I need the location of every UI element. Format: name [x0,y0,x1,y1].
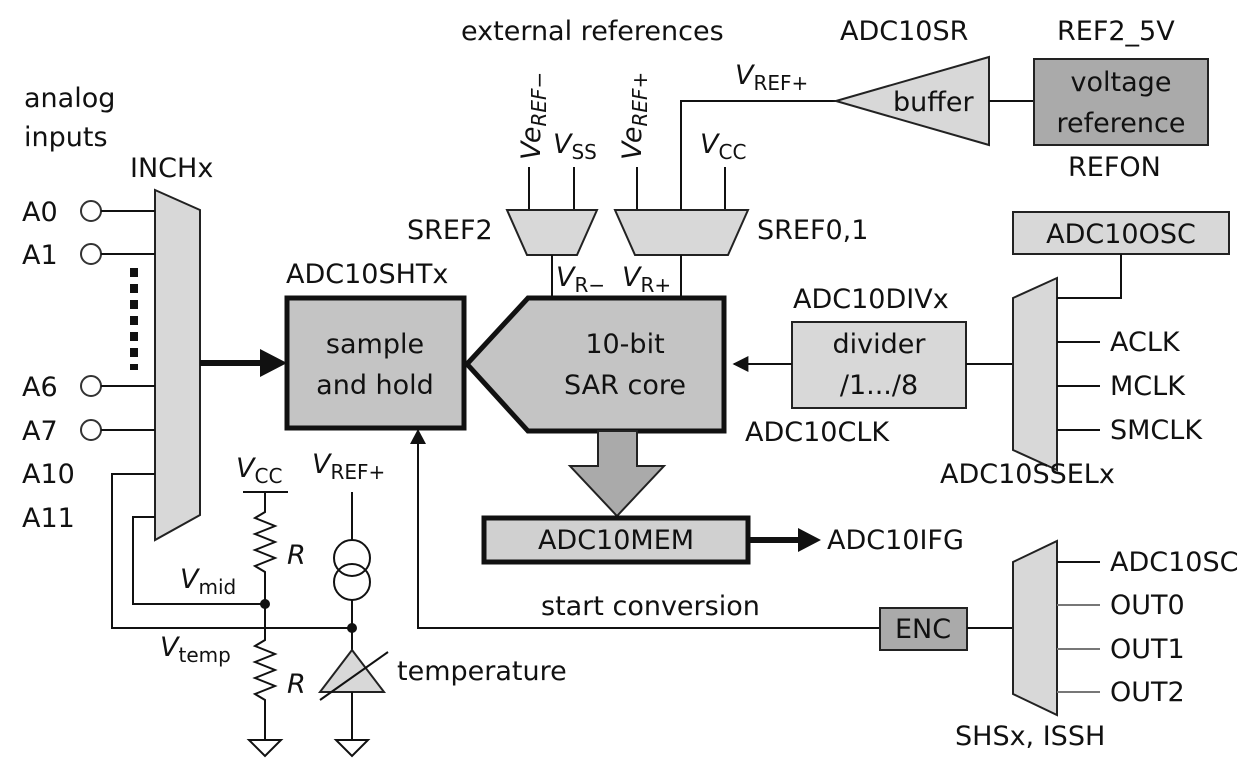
vr-minus-label: VR− [556,262,605,297]
aclk-label: ACLK [1110,327,1181,358]
current-source-upper [333,539,371,577]
temperature-diode [317,648,387,693]
vss-label: VSS [553,129,597,164]
inchx-mux [154,188,201,542]
sample-and-hold-text-line2: and hold [316,370,434,401]
enc-label: ENC [895,614,951,645]
vtemp-node [347,623,357,633]
sample-and-hold-text-line1: sample [326,329,424,360]
adc10sselx-label: ADC10SSELx [940,459,1115,490]
input-a6-label: A6 [22,372,58,403]
resistor-upper-label: R [287,540,306,571]
input-a10-label: A10 [22,459,75,490]
input-a0-label: A0 [22,197,58,228]
ve-ref-plus-label: VeREF+ [617,72,652,160]
adc10divx-label: ADC10DIVx [793,284,949,315]
current-source-lower [333,563,371,601]
ground-symbol-right [333,739,371,758]
sar-core-text-line1: 10-bit [585,329,664,360]
sref01-label: SREF0,1 [757,215,868,246]
ve-ref-minus-label: VeREF− [516,72,551,160]
vcc-divider-label: VCC [236,453,282,488]
sref2-mux [505,209,599,256]
adc10mem-register [481,515,751,565]
voltage-reference-block [1033,58,1209,146]
a11-vmid-wire [132,516,265,605]
divider-text-line1: divider [833,329,927,360]
smclk-label: SMCLK [1110,415,1203,446]
ref2-5v-label: REF2_5V [1057,16,1175,47]
adc10osc-block [1012,211,1230,255]
voltage-reference-text-line1: voltage [1071,67,1172,98]
input-a1-label: A1 [22,240,58,271]
temperature-diode-slash [319,651,389,701]
divider-text-line2: /1.../8 [840,370,918,401]
input-a11-label: A11 [22,503,75,534]
start-conversion-label: start conversion [541,591,760,622]
ground-symbol-left [246,739,284,758]
temperature-label: temperature [397,656,567,687]
input-a7-label: A7 [22,416,58,447]
adc10mem-label: ADC10MEM [538,525,694,556]
adc10sc-label: ADC10SC [1110,547,1238,578]
buffer-label: buffer [893,87,974,118]
adc10osc-label: ADC10OSC [1046,219,1196,250]
mux-to-sample-arrowhead [260,349,287,377]
shsx-issh-label: SHSx, ISSH [955,721,1105,752]
start-conversion-arrowhead [410,429,426,444]
adc10clk-label: ADC10CLK [745,417,890,448]
sample-and-hold-block [284,295,467,431]
sref2-label: SREF2 [407,215,493,246]
input-a0-pin [80,200,102,222]
mclk-label: MCLK [1110,371,1186,402]
vref-plus-sensor-label: VREF+ [312,449,385,484]
resistor-lower [252,604,278,740]
adc10shtx-label: ADC10SHTx [286,259,448,290]
vtemp-label: Vtemp [160,632,231,667]
adc10sr-label: ADC10SR [840,16,968,47]
out1-label: OUT1 [1110,634,1185,665]
shsx-mux [1012,539,1058,717]
voltage-reference-text-line2: reference [1057,108,1186,139]
adc10osc-wire [1057,254,1122,299]
a10-temperature-wire [111,473,352,629]
sar-core-text-line2: SAR core [564,370,686,401]
start-conversion-wire [417,440,880,629]
vcc-ref-label: VCC [700,129,746,164]
out0-label: OUT0 [1110,590,1185,621]
vr-plus-label: VR+ [622,262,671,297]
inchx-label: INCHx [130,153,213,184]
sref01-mux [613,209,750,256]
vref-plus-top-label: VREF+ [735,60,808,95]
resistor-lower-label: R [287,669,306,700]
input-a1-pin [80,243,102,265]
vmid-label: Vmid [180,564,236,599]
input-a7-pin [80,419,102,441]
out2-label: OUT2 [1110,677,1185,708]
adc10ifg-label: ADC10IFG [827,525,964,556]
refon-label: REFON [1068,152,1161,183]
sar-to-mem-arrow [567,430,667,518]
analog-inputs-label-line2: inputs [24,122,108,153]
external-references-label: external references [461,16,724,47]
mem-to-ifg-arrowhead [798,528,821,552]
analog-inputs-label-line1: analog [24,83,115,114]
divider-block [791,321,967,409]
resistor-upper [252,492,278,604]
vref-plus-wire [680,100,836,210]
sar-core-block [463,295,727,434]
adc10sselx-mux [1012,276,1058,472]
input-a6-pin [80,375,102,397]
